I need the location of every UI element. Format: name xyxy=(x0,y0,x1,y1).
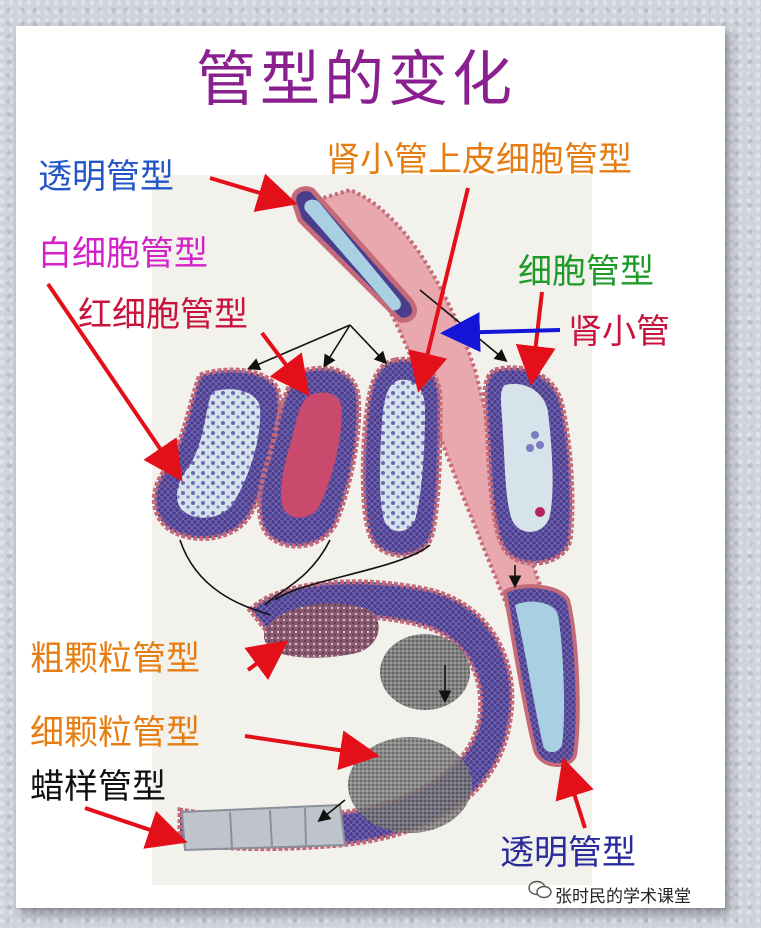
arrow-epithelial xyxy=(408,187,470,393)
pointer-arrows xyxy=(46,173,594,849)
arrow-tubule xyxy=(440,312,561,353)
arrow-hyaline-bottom xyxy=(555,757,594,829)
rbc-cast-section xyxy=(256,365,362,549)
arrow-hyaline-top xyxy=(209,173,298,212)
label-coarse-granular: 粗颗粒管型 xyxy=(30,639,200,679)
fine-granular-cast-upper xyxy=(380,634,470,710)
arrow-wbc xyxy=(46,282,183,482)
wechat-icon xyxy=(528,880,552,899)
arrow-coarse xyxy=(244,640,289,681)
label-fine-granular: 细颗粒管型 xyxy=(30,713,200,753)
label-wbc-cast: 白细胞管型 xyxy=(38,234,208,274)
arrow-cellular xyxy=(515,291,556,386)
label-waxy: 蜡样管型 xyxy=(30,767,166,807)
arrow-waxy xyxy=(84,806,188,849)
flow-arrows xyxy=(179,289,522,822)
label-tubule: 肾小管 xyxy=(568,312,670,352)
epithelial-cast-section xyxy=(360,356,443,558)
label-rbc-cast: 红细胞管型 xyxy=(78,295,248,335)
waxy-cast xyxy=(180,803,347,852)
cellular-cast-section xyxy=(482,365,575,566)
hyaline-cast-bottom xyxy=(502,584,580,768)
label-hyaline-top: 透明管型 xyxy=(38,157,174,197)
label-cellular-cast: 细胞管型 xyxy=(518,252,654,292)
label-hyaline-bottom: 透明管型 xyxy=(500,833,636,873)
arrow-rbc xyxy=(260,331,310,397)
fine-granular-cast xyxy=(348,737,472,833)
watermark: 张时民的学术课堂 xyxy=(555,887,691,907)
arrow-fine xyxy=(244,730,380,771)
page-title: 管型的变化 xyxy=(196,45,516,115)
coarse-granular-cast xyxy=(263,603,379,658)
label-epithelial-cast: 肾小管上皮细胞管型 xyxy=(326,140,632,180)
